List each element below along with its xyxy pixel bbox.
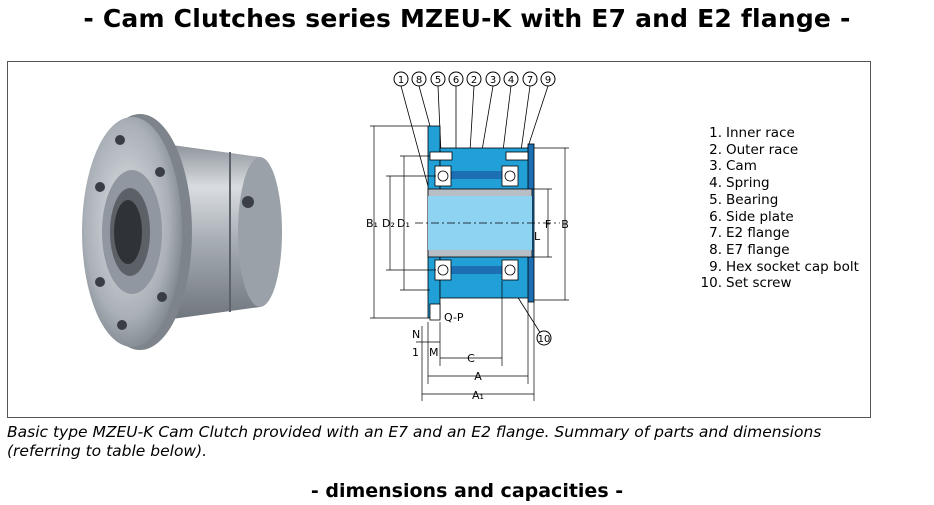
parts-list-item: 8.E7 flange bbox=[709, 241, 790, 258]
callout-3: 3 bbox=[490, 75, 496, 86]
dim-l: L bbox=[534, 230, 541, 243]
callout-4: 4 bbox=[508, 75, 514, 86]
parts-list: 1.Inner race 2.Outer race 3.Cam 4.Spring… bbox=[700, 125, 859, 292]
product-photo bbox=[82, 114, 282, 350]
callout-8: 8 bbox=[416, 75, 422, 86]
parts-list-item: 4.Spring bbox=[709, 175, 770, 192]
section-subtitle: - dimensions and capacities - bbox=[310, 480, 624, 502]
parts-list-item: 3.Cam bbox=[709, 158, 757, 175]
parts-list-item: 6.Side plate bbox=[709, 208, 794, 225]
clutch-body bbox=[415, 125, 560, 321]
parts-list-item: 7.E2 flange bbox=[709, 225, 790, 242]
parts-list-item: 9.Hex socket cap bolt bbox=[709, 258, 859, 275]
parts-list-item: 1.Inner race bbox=[709, 125, 795, 141]
callout-9: 9 bbox=[545, 75, 551, 86]
dim-m: M bbox=[429, 346, 439, 359]
dim-1: 1 bbox=[412, 346, 419, 359]
callout-6: 6 bbox=[453, 75, 459, 86]
callout-5: 5 bbox=[435, 75, 441, 86]
page-title: - Cam Clutches series MZEU-K with E7 and… bbox=[83, 4, 851, 33]
callout-7: 7 bbox=[527, 75, 533, 86]
parts-list-item: 10.Set screw bbox=[700, 275, 792, 292]
dim-b: B bbox=[561, 218, 569, 231]
figure-caption: Basic type MZEU-K Cam Clutch provided wi… bbox=[7, 423, 822, 460]
dim-d1: D₁ bbox=[397, 217, 410, 230]
dimension-lines bbox=[370, 125, 569, 401]
dim-f: F bbox=[545, 218, 551, 231]
cross-section-diagram: 1 8 5 6 2 3 4 7 9 bbox=[366, 71, 569, 402]
callout-10: 10 bbox=[538, 334, 551, 345]
dim-a: A bbox=[474, 370, 482, 383]
dim-c: C bbox=[467, 352, 475, 365]
dim-b1: B₁ bbox=[366, 217, 378, 230]
dim-qp: Q-P bbox=[444, 311, 464, 324]
figure-frame bbox=[7, 61, 871, 418]
callout-2: 2 bbox=[471, 75, 477, 86]
callout-1: 1 bbox=[398, 75, 404, 86]
parts-list-item: 5.Bearing bbox=[709, 191, 779, 208]
dim-n: N bbox=[412, 328, 420, 341]
dim-a1: A₁ bbox=[472, 389, 484, 402]
parts-list-item: 2.Outer race bbox=[709, 141, 799, 158]
dim-d2: D₂ bbox=[382, 217, 395, 230]
